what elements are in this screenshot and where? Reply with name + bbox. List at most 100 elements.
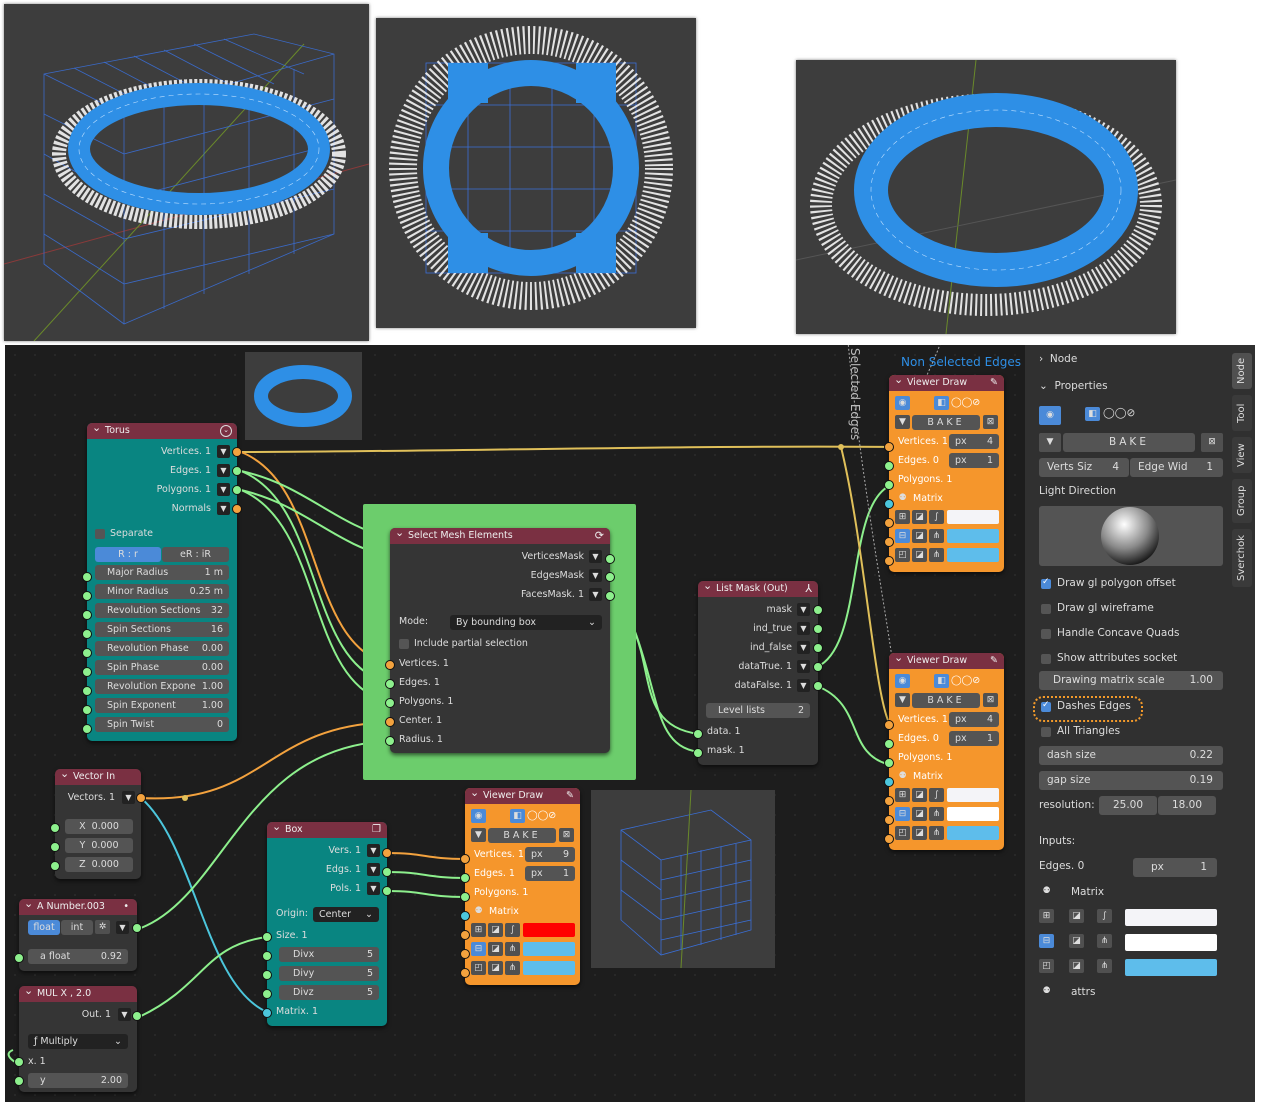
node-socket[interactable]	[82, 648, 92, 658]
panel-face-style-icon[interactable]: ◪	[1069, 959, 1084, 973]
panel-option-checkbox[interactable]	[1041, 577, 1051, 589]
partial-selection-checkbox[interactable]	[399, 639, 409, 649]
node-socket[interactable]	[884, 442, 894, 452]
node-socket[interactable]	[82, 724, 92, 734]
face-style-icon[interactable]: ◪	[912, 548, 927, 562]
select-mode-dropdown[interactable]: By bounding box⌄	[450, 615, 602, 630]
viewer-draw-node[interactable]: Viewer Draw✎ ◉ ◧ ◯◯⊘ ▼ BAKE ⊠ Vertices. …	[889, 650, 1004, 850]
box-out-pols-dropdown[interactable]: ▼	[367, 882, 380, 895]
node-socket[interactable]	[82, 572, 92, 582]
viewer-draw-header[interactable]: Viewer Draw✎	[465, 785, 580, 804]
node-socket[interactable]	[50, 861, 60, 871]
node-socket[interactable]	[232, 504, 242, 514]
panel-edge-color-icon[interactable]: ⊟	[1039, 934, 1054, 948]
edge-color-icon[interactable]: ⊟	[471, 942, 486, 956]
vertex-mode-icon[interactable]: ◧	[934, 396, 949, 410]
node-socket[interactable]	[605, 591, 615, 601]
panel-option-checkbox[interactable]	[1041, 654, 1051, 664]
list-mask-out-dropdown[interactable]: ▼	[797, 679, 810, 692]
node-socket[interactable]	[813, 624, 823, 634]
node-socket[interactable]	[82, 686, 92, 696]
sidebar-tab[interactable]: Node	[1232, 353, 1252, 389]
torus-node-menu-icon[interactable]: ⌄	[220, 425, 232, 437]
mul-node-header[interactable]: MUL X , 2.0	[19, 983, 137, 1002]
pencil-icon[interactable]: ✎	[990, 655, 998, 666]
panel-vertex-color-swatch[interactable]	[1125, 909, 1217, 926]
display-mode-icons[interactable]: ◯◯⊘	[951, 675, 981, 686]
bake-x-icon[interactable]: ⊠	[983, 693, 998, 707]
node-socket[interactable]	[460, 949, 470, 959]
vertex-style-icon[interactable]: ◪	[488, 923, 503, 937]
float-type-button[interactable]: float	[28, 920, 60, 935]
node-socket[interactable]	[382, 848, 392, 858]
box-out-vers-dropdown[interactable]: ▼	[367, 844, 380, 857]
node-socket[interactable]	[14, 1057, 24, 1067]
torus-mode-r-button[interactable]: R : r	[95, 547, 161, 562]
panel-eye-icon[interactable]: ◉	[1039, 406, 1061, 425]
list-mask-node-header[interactable]: List Mask (Out) ⅄	[698, 578, 818, 597]
sparkle-icon[interactable]: ✲	[95, 920, 110, 934]
node-socket[interactable]	[460, 968, 470, 978]
node-socket[interactable]	[382, 867, 392, 877]
node-socket[interactable]	[884, 796, 894, 806]
edge-style-icon[interactable]: ◪	[912, 529, 927, 543]
edge-color-swatch[interactable]	[947, 529, 999, 543]
node-socket[interactable]	[136, 793, 146, 803]
display-mode-icons[interactable]: ◯◯⊘	[951, 397, 981, 408]
edge-color-swatch[interactable]	[523, 942, 575, 956]
vertex-color-icon[interactable]: ⊞	[895, 788, 910, 802]
triangle-icon[interactable]: ▼	[895, 693, 910, 707]
select-out-edges-mask-dropdown[interactable]: ▼	[589, 569, 602, 582]
node-socket[interactable]	[262, 989, 272, 999]
edge-style-icon[interactable]: ◪	[912, 807, 927, 821]
select-mesh-node-header[interactable]: Select Mesh Elements ⟳	[390, 525, 610, 544]
vertex-mode-icon[interactable]: ◧	[510, 809, 525, 823]
vertex-color-swatch[interactable]	[523, 923, 575, 937]
node-editor[interactable]: Non Selected Edges Selected Edges Torus …	[5, 345, 1255, 1102]
box-node-header[interactable]: Box ❐	[267, 819, 387, 838]
node-socket[interactable]	[232, 447, 242, 457]
triangle-icon[interactable]: ▼	[895, 415, 910, 429]
torus-node-header[interactable]: Torus ⌄	[87, 420, 237, 439]
node-socket[interactable]	[460, 911, 470, 921]
vertex-color-icon[interactable]: ⊞	[471, 923, 486, 937]
resolution-a-field[interactable]: 25.00	[1099, 796, 1157, 815]
panel-edge-color-swatch[interactable]	[1125, 934, 1217, 951]
node-socket[interactable]	[14, 1076, 24, 1086]
node-socket[interactable]	[460, 930, 470, 940]
node-socket[interactable]	[884, 739, 894, 749]
int-type-button[interactable]: int	[61, 920, 93, 935]
sidebar-tab[interactable]: Tool	[1232, 395, 1252, 431]
face-color-icon[interactable]: ◰	[895, 826, 910, 840]
properties-section-header[interactable]: ⌄ Properties	[1039, 380, 1108, 392]
node-socket[interactable]	[884, 499, 894, 509]
node-socket[interactable]	[132, 1011, 142, 1021]
face-color-swatch[interactable]	[947, 826, 999, 840]
node-socket[interactable]	[884, 518, 894, 528]
a-number-node-header[interactable]: A Number.003 •	[19, 896, 137, 915]
node-socket[interactable]	[14, 953, 24, 963]
node-section-header[interactable]: › Node	[1039, 353, 1078, 365]
node-socket[interactable]	[50, 823, 60, 833]
select-out-faces-mask-dropdown[interactable]: ▼	[589, 588, 602, 601]
viewport-perspective[interactable]	[4, 4, 369, 341]
pencil-icon[interactable]: ✎	[566, 790, 574, 801]
edge-color-icon[interactable]: ⊟	[895, 529, 910, 543]
node-socket[interactable]	[262, 951, 272, 961]
torus-out-edges-dropdown[interactable]: ▼	[217, 464, 230, 477]
node-socket[interactable]	[813, 681, 823, 691]
edge-branch-icon[interactable]: ⋔	[929, 807, 944, 821]
list-mask-out-dropdown[interactable]: ▼	[797, 603, 810, 616]
sidebar-tab[interactable]: Group	[1232, 479, 1252, 523]
vector-component-field[interactable]: Z 0.000	[65, 857, 133, 872]
list-mask-out-dropdown[interactable]: ▼	[797, 622, 810, 635]
viewport-top[interactable]	[376, 18, 696, 328]
